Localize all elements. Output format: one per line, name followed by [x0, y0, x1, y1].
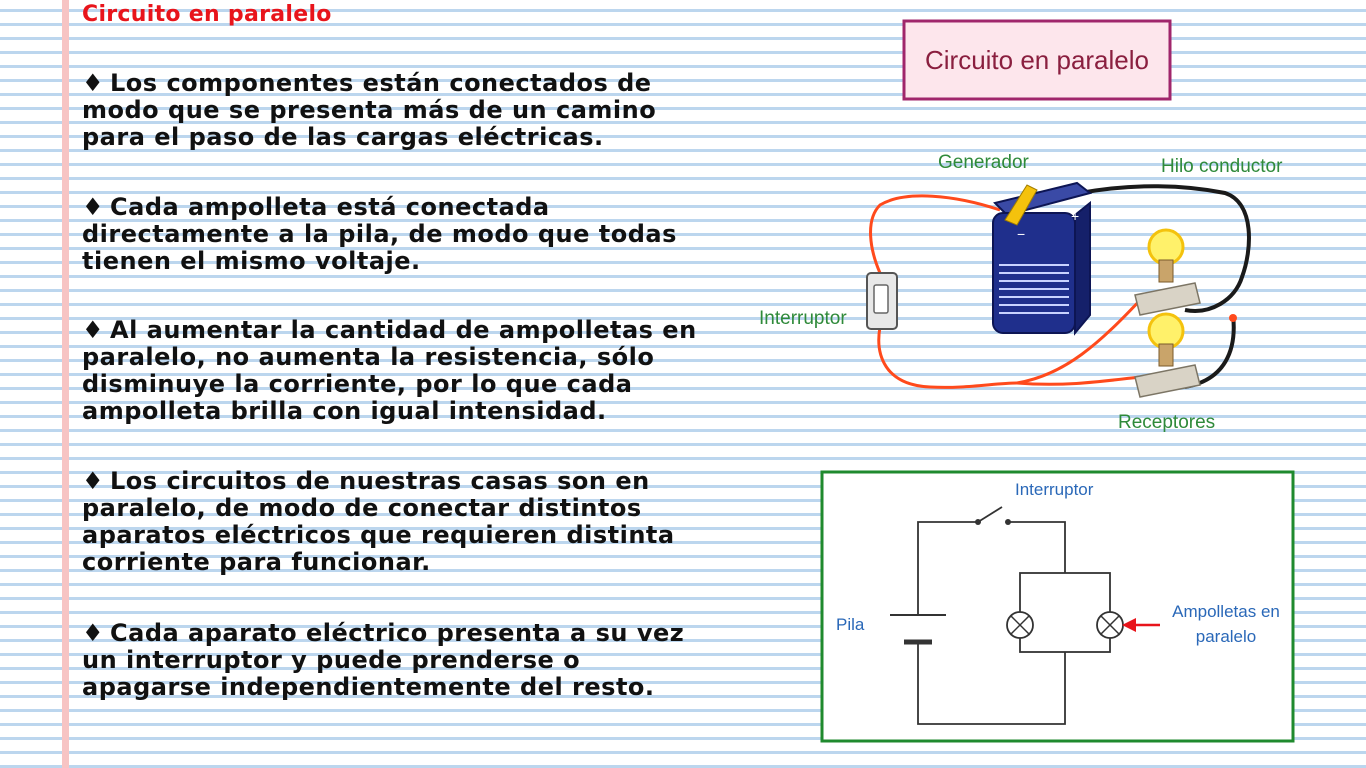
bullet-item: ♦Cada ampolleta está conectada directame… [82, 194, 707, 275]
bullet-text: Los componentes están conectados de modo… [82, 69, 657, 151]
lamp-symbol [1096, 611, 1124, 639]
label-switch: Interruptor [759, 308, 847, 329]
circuit-wire [917, 642, 1066, 725]
red-wire [877, 326, 1018, 389]
diamond-bullet-icon: ♦ [82, 316, 105, 344]
diamond-bullet-icon: ♦ [82, 619, 105, 647]
bullet-item: ♦Los componentes están conectados de mod… [82, 70, 707, 151]
battery-symbol [890, 614, 946, 645]
bullet-text: Al aumentar la cantidad de ampolletas en… [82, 316, 697, 425]
diamond-bullet-icon: ♦ [82, 69, 105, 97]
page-title: Circuito en paralelo [82, 2, 332, 27]
red-wire [869, 194, 1001, 274]
circuit-wire [917, 521, 978, 615]
circuit-wire [1008, 521, 1066, 573]
switch-symbol [975, 506, 1011, 525]
battery-icon: − + [992, 181, 1093, 336]
bullet-item: ♦Cada aparato eléctrico presenta a su ve… [82, 620, 707, 701]
switch-icon [866, 272, 898, 330]
battery-plus-sign: + [1071, 208, 1079, 224]
lamp-symbol [1006, 611, 1034, 639]
battery-minus-sign: − [1017, 226, 1025, 242]
lightbulb-icon [1134, 228, 1201, 316]
diamond-bullet-icon: ♦ [82, 193, 105, 221]
lightbulb-icon [1134, 312, 1201, 398]
bullet-text: Los circuitos de nuestras casas son en p… [82, 467, 675, 576]
bullet-text: Cada aparato eléctrico presenta a su vez… [82, 619, 685, 701]
parallel-circuit-schematic: Interruptor Pila Ampolletas en paralelo [820, 470, 1295, 743]
wire-junction [1229, 314, 1237, 322]
bullet-item: ♦Los circuitos de nuestras casas son en … [82, 468, 707, 576]
diamond-bullet-icon: ♦ [82, 467, 105, 495]
black-wire [1079, 184, 1251, 313]
bullet-text: Cada ampolleta está conectada directamen… [82, 193, 677, 275]
schematic-label-bulbs-line1: Ampolletas en [1172, 602, 1280, 621]
label-wire: Hilo conductor [1161, 156, 1283, 177]
label-generator: Generador [938, 152, 1030, 173]
schematic-label-battery: Pila [836, 615, 865, 634]
label-receivers: Receptores [1118, 412, 1215, 433]
arrow-left-icon [1122, 618, 1160, 632]
notebook-margin-line [62, 0, 69, 768]
illustration-title-box [902, 19, 1172, 101]
red-wire [1016, 295, 1145, 385]
schematic-frame [820, 470, 1295, 743]
red-wire [1016, 375, 1141, 386]
schematic-label-bulbs-line2: paralelo [1196, 627, 1257, 646]
bullet-item: ♦Al aumentar la cantidad de ampolletas e… [82, 317, 707, 425]
illustration-title: Circuito en paralelo [925, 45, 1149, 75]
parallel-circuit-illustration: Circuito en paralelo − + Gener [759, 19, 1283, 433]
schematic-label-switch: Interruptor [1015, 480, 1094, 499]
